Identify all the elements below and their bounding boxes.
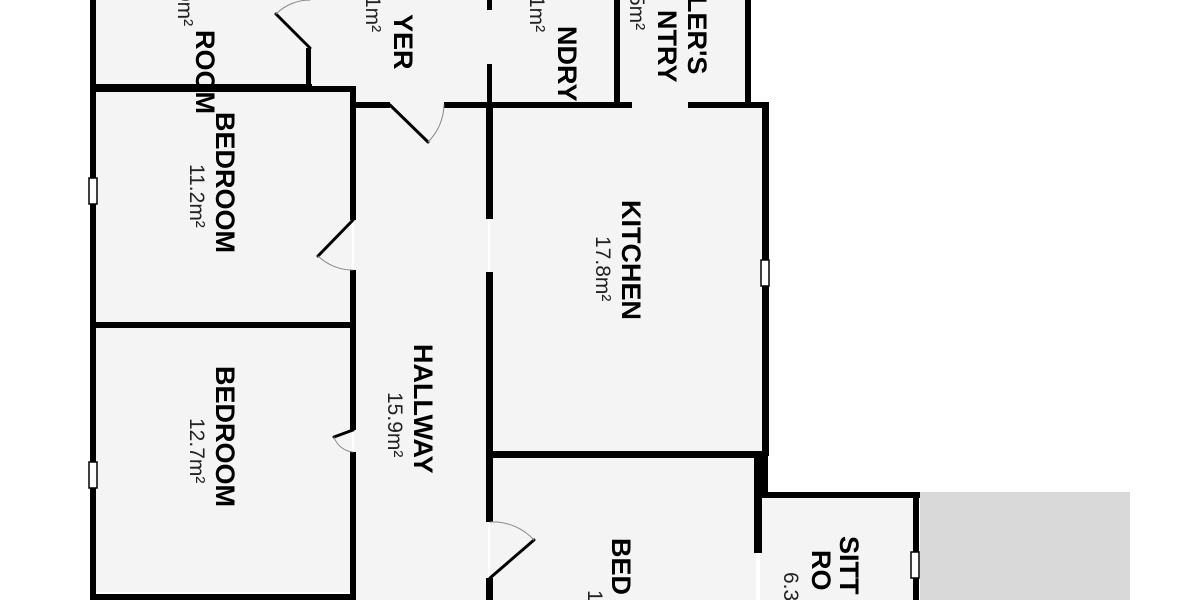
svg-text:9m²: 9m² xyxy=(173,0,196,26)
room-label-butlers-pantry: 5m² LER'S NTRY xyxy=(625,0,712,83)
svg-text:LER'S: LER'S xyxy=(682,0,712,74)
svg-text:RO: RO xyxy=(806,550,836,591)
svg-text:1m²: 1m² xyxy=(525,0,548,32)
room-label-bedroom-top: 9m² ROOM xyxy=(173,0,220,114)
door-foyer[interactable] xyxy=(274,0,312,50)
doors xyxy=(274,0,536,580)
room-label-bedroom-bottom: BED 1 xyxy=(583,538,636,600)
svg-text:BEDROOM: BEDROOM xyxy=(210,112,240,253)
svg-text:17.8m²: 17.8m² xyxy=(591,236,614,301)
svg-text:5m²: 5m² xyxy=(625,0,648,30)
svg-text:BED: BED xyxy=(606,538,636,595)
door-bedroom-2[interactable] xyxy=(332,428,355,453)
svg-text:12.7m²: 12.7m² xyxy=(185,418,208,483)
svg-text:YER: YER xyxy=(388,14,418,70)
window xyxy=(88,461,98,489)
floor-fills xyxy=(94,0,916,600)
windows xyxy=(88,177,920,579)
room-label-bedroom-2: BEDROOM 12.7m² xyxy=(185,366,240,507)
svg-text:6.3: 6.3 xyxy=(779,572,802,600)
room-label-laundry: 1m² NDRY xyxy=(525,0,582,102)
svg-text:15.9m²: 15.9m² xyxy=(383,392,406,457)
door-bedroom-bottom[interactable] xyxy=(488,521,536,580)
room-label-foyer: 1m² YER xyxy=(361,0,418,70)
svg-text:KITCHEN: KITCHEN xyxy=(616,200,646,320)
svg-text:1: 1 xyxy=(583,590,606,600)
door-hall-top[interactable] xyxy=(388,103,445,144)
svg-text:ROOM: ROOM xyxy=(190,30,220,114)
window xyxy=(760,259,770,287)
room-label-sitting-room: SITT RO 6.3 xyxy=(779,536,864,600)
room-label-kitchen: KITCHEN 17.8m² xyxy=(591,200,646,320)
svg-text:SITT: SITT xyxy=(834,536,864,595)
svg-text:11.2m²: 11.2m² xyxy=(185,164,208,228)
door-bedroom-1[interactable] xyxy=(316,218,355,271)
room-label-hallway: HALLWAY 15.9m² xyxy=(383,344,438,474)
svg-text:1m²: 1m² xyxy=(361,0,384,32)
svg-text:HALLWAY: HALLWAY xyxy=(408,344,438,474)
room-label-bedroom-1: BEDROOM 11.2m² xyxy=(185,112,240,253)
window xyxy=(910,551,920,579)
svg-text:NTRY: NTRY xyxy=(652,10,682,83)
exterior-area xyxy=(920,492,1130,600)
window xyxy=(88,177,98,205)
svg-text:NDRY: NDRY xyxy=(552,26,582,102)
svg-text:BEDROOM: BEDROOM xyxy=(210,366,240,507)
